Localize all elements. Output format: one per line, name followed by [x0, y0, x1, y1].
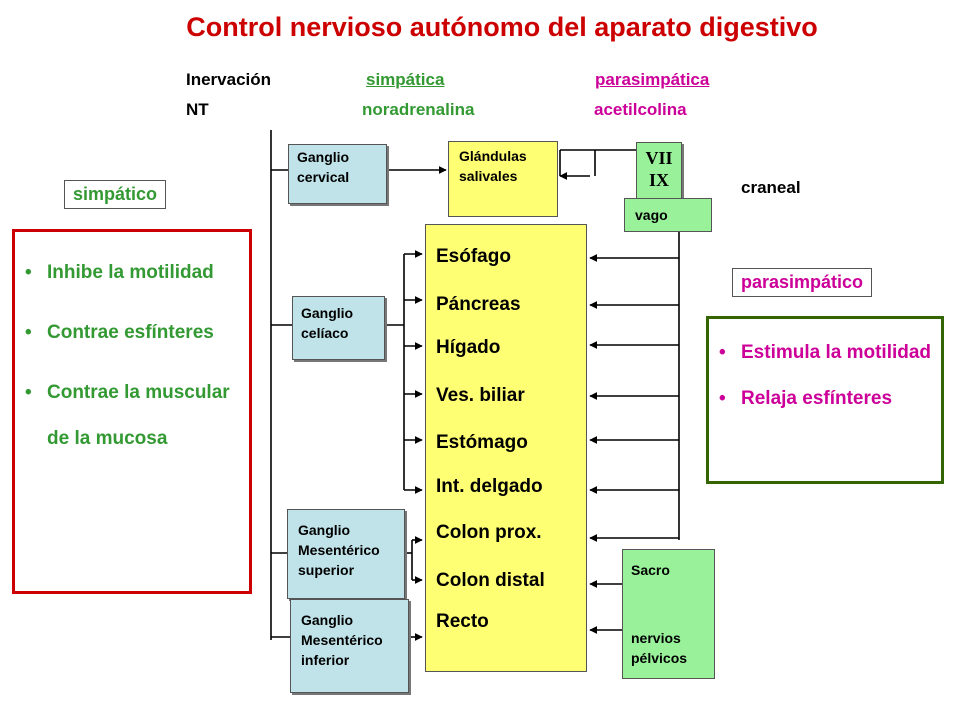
- parasympathetic-effect-item: Estimula la motilidad: [713, 331, 935, 375]
- vagus-nerve-box: vago: [624, 198, 712, 232]
- nt-label: NT: [186, 100, 209, 119]
- organ-label: Hígado: [436, 337, 501, 358]
- organ-label: Int. delgado: [436, 476, 543, 497]
- parasympathetic-effect-item: Relaja esfínteres: [713, 387, 935, 411]
- ganglion-celiac: Ganglio celíaco: [292, 296, 385, 360]
- sympathetic-effect-item: Contrae la muscular de la mucosa: [19, 370, 243, 462]
- organ-label: Colon prox.: [436, 522, 542, 543]
- sacral-box: Sacro nervios pélvicos: [622, 549, 715, 679]
- organ-label: Esófago: [436, 246, 511, 267]
- ganglion-label-line: Ganglio: [297, 149, 350, 165]
- ganglion-label-line: Mesentérico: [301, 632, 383, 648]
- sacral-label: Sacro: [631, 562, 670, 578]
- digestive-organs-box: [425, 224, 587, 672]
- ganglion-label-line: cervical: [297, 169, 350, 185]
- sympathetic-effects-box: Inhibe la motilidad Contrae esfínteres C…: [12, 229, 252, 594]
- acetylcholine-label: acetilcolina: [594, 100, 687, 119]
- salivary-label-line: salivales: [459, 168, 518, 184]
- ganglion-label-line: Mesentérico: [298, 542, 380, 558]
- pelvic-nerves-label-line: nervios: [631, 630, 681, 646]
- noradrenaline-label: noradrenalina: [362, 100, 475, 119]
- cranial-nerve-numeral: VII: [645, 148, 673, 168]
- pelvic-nerves-label-line: pélvicos: [631, 650, 688, 666]
- ganglion-inferior-mesenteric: Ganglio Mesentérico inferior: [290, 599, 409, 693]
- ganglion-label-line: celíaco: [301, 325, 349, 341]
- ganglion-cervical: Ganglio cervical: [288, 144, 387, 204]
- organ-label: Ves. biliar: [436, 385, 525, 406]
- ganglion-label-line: inferior: [301, 652, 350, 668]
- sympathetic-tag: simpático: [64, 180, 167, 209]
- organ-label: Estómago: [436, 432, 528, 453]
- cranial-nerves-box: VII IX: [636, 142, 682, 200]
- innervation-label: Inervación: [186, 70, 272, 89]
- ganglion-superior-mesenteric: Ganglio Mesentérico superior: [287, 509, 405, 599]
- organ-label: Páncreas: [436, 294, 521, 315]
- page-title: Control nervioso autónomo del aparato di…: [186, 12, 818, 42]
- sympathetic-header: simpática: [366, 70, 445, 89]
- sympathetic-effect-item: Inhibe la motilidad: [19, 250, 243, 296]
- cranial-nerve-numeral: IX: [648, 170, 669, 190]
- cranial-label: craneal: [741, 178, 801, 197]
- ganglion-label-line: Ganglio: [301, 305, 354, 321]
- parasympathetic-header: parasimpática: [595, 70, 710, 89]
- parasympathetic-effects-box: Estimula la motilidad Relaja esfínteres: [706, 316, 944, 484]
- ganglion-label-line: superior: [298, 562, 355, 578]
- ganglion-label-line: Ganglio: [301, 612, 354, 628]
- salivary-glands-box: Glándulas salivales: [448, 141, 558, 217]
- ganglion-label-line: Ganglio: [298, 522, 351, 538]
- salivary-label-line: Glándulas: [459, 148, 527, 164]
- organ-label: Colon distal: [436, 570, 545, 591]
- parasympathetic-tag: parasimpático: [732, 268, 873, 297]
- organ-label: Recto: [436, 611, 489, 632]
- sympathetic-effect-item: Contrae esfínteres: [19, 310, 243, 356]
